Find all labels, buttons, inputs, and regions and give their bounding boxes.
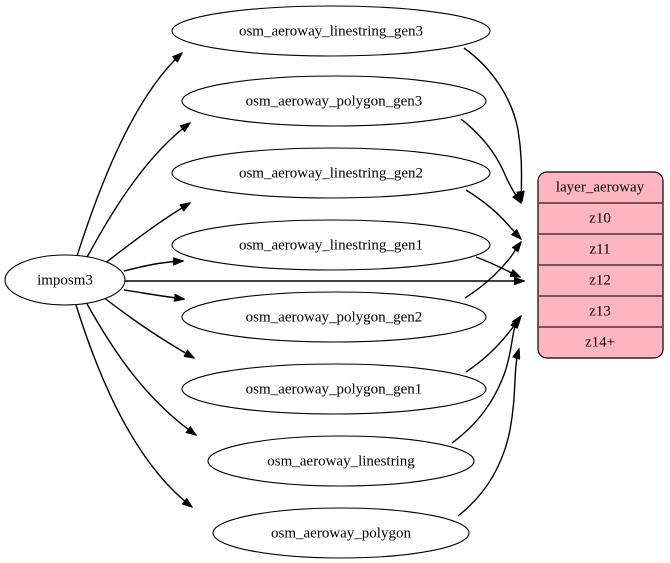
edge-imposm3-to-osm_aeroway_linestring_gen1 (123, 261, 183, 272)
edge-osm_aeroway_linestring_gen3-to-layer_aeroway-z10 (463, 47, 522, 201)
edge-imposm3-to-osm_aeroway_polygon_gen2 (123, 289, 184, 299)
node-osm_aeroway_polygon_gen2[interactable]: osm_aeroway_polygon_gen2 (181, 291, 487, 343)
node-osm_aeroway_linestring_gen1-shape[interactable] (171, 219, 491, 271)
edge-imposm3-to-osm_aeroway_linestring_gen2 (103, 203, 190, 265)
node-osm_aeroway_linestring-shape[interactable] (207, 435, 475, 487)
edge-osm_aeroway_linestring_gen1-to-layer_aeroway-z12 (475, 256, 520, 277)
edge-imposm3-to-osm_aeroway_polygon_gen1 (102, 296, 194, 358)
node-osm_aeroway_polygon[interactable]: osm_aeroway_polygon (212, 507, 470, 559)
edge-osm_aeroway_polygon-to-layer_aeroway-z14 (457, 349, 519, 517)
node-imposm3[interactable]: imposm3 (4, 254, 126, 306)
node-osm_aeroway_polygon_gen3-shape[interactable] (181, 75, 487, 127)
node-imposm3-shape[interactable] (4, 254, 126, 306)
node-osm_aeroway_polygon-shape[interactable] (212, 507, 470, 559)
node-osm_aeroway_linestring_gen3[interactable]: osm_aeroway_linestring_gen3 (171, 5, 491, 57)
node-osm_aeroway_polygon_gen2-shape[interactable] (181, 291, 487, 343)
node-osm_aeroway_linestring_gen1[interactable]: osm_aeroway_linestring_gen1 (171, 219, 491, 271)
edge-group-tables-to-record (451, 47, 522, 517)
edge-imposm3-to-osm_aeroway_polygon_gen3 (85, 123, 190, 260)
node-osm_aeroway_polygon_gen3[interactable]: osm_aeroway_polygon_gen3 (181, 75, 487, 127)
node-osm_aeroway_polygon_gen1[interactable]: osm_aeroway_polygon_gen1 (181, 363, 487, 415)
node-osm_aeroway_polygon_gen1-shape[interactable] (181, 363, 487, 415)
node-layer_aeroway-record[interactable]: layer_aeroway z10 z11 z12 z13 z14+ (537, 171, 664, 359)
edge-osm_aeroway_polygon_gen3-to-layer_aeroway-z10 (460, 118, 521, 203)
edge-group-source-to-tables (75, 53, 196, 507)
edge-osm_aeroway_linestring_gen2-to-layer_aeroway-z11 (465, 189, 521, 239)
node-osm_aeroway_linestring_gen2[interactable]: osm_aeroway_linestring_gen2 (171, 147, 491, 199)
node-osm_aeroway_linestring_gen3-shape[interactable] (171, 5, 491, 57)
edge-imposm3-to-osm_aeroway_polygon (75, 304, 192, 507)
edge-osm_aeroway_polygon_gen2-to-layer_aeroway-z11 (464, 242, 521, 299)
edge-imposm3-to-osm_aeroway_linestring_gen3 (76, 53, 182, 257)
edge-imposm3-to-osm_aeroway_linestring (85, 301, 196, 435)
node-osm_aeroway_linestring[interactable]: osm_aeroway_linestring (207, 435, 475, 487)
edge-osm_aeroway_linestring-to-layer_aeroway-z13 (451, 318, 518, 444)
node-osm_aeroway_linestring_gen2-shape[interactable] (171, 147, 491, 199)
